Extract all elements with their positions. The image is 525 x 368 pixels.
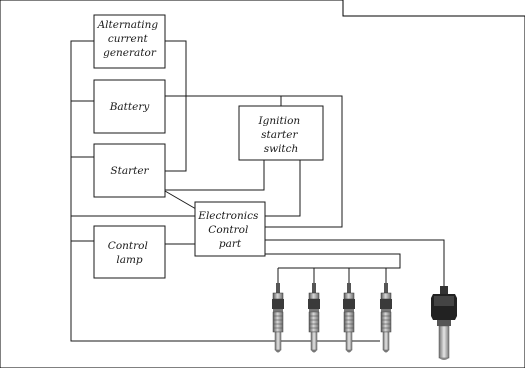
ignition-switch-label: Ignition starter switch [258, 115, 304, 155]
battery-main-wire [165, 95, 343, 228]
control-sensor-wire [265, 239, 445, 286]
temperature-sensor-icon [431, 286, 457, 360]
starter-box [93, 143, 166, 198]
alternator-starter-wire [165, 40, 187, 172]
control-lamp-box [93, 225, 166, 279]
switch-control-wire [265, 160, 301, 217]
control-plug-wire [265, 253, 401, 269]
starter-control-wire [164, 190, 197, 210]
ground-bus [70, 40, 380, 342]
control-part-box [194, 201, 266, 257]
ignition-switch-box [238, 105, 324, 161]
control-part-label: Electronics Control part [197, 210, 261, 250]
switch-starter-wire [165, 160, 265, 191]
control-lamp-label: Control lamp [108, 240, 151, 266]
alternator-label: Alternating current generator [97, 19, 162, 59]
battery-box [93, 79, 166, 134]
alternator-box [93, 14, 166, 69]
starter-label: Starter [110, 165, 149, 177]
battery-label: Battery [109, 101, 151, 113]
